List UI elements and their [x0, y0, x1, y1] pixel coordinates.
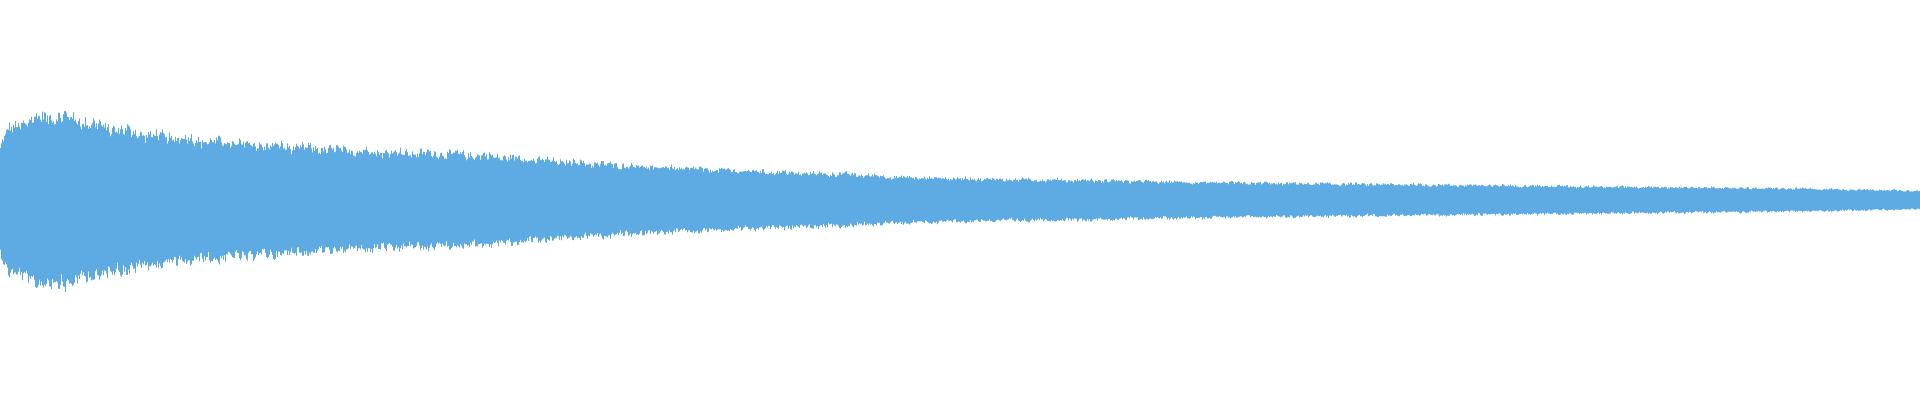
waveform-bars — [0, 110, 1920, 293]
waveform-shape — [0, 110, 1920, 293]
